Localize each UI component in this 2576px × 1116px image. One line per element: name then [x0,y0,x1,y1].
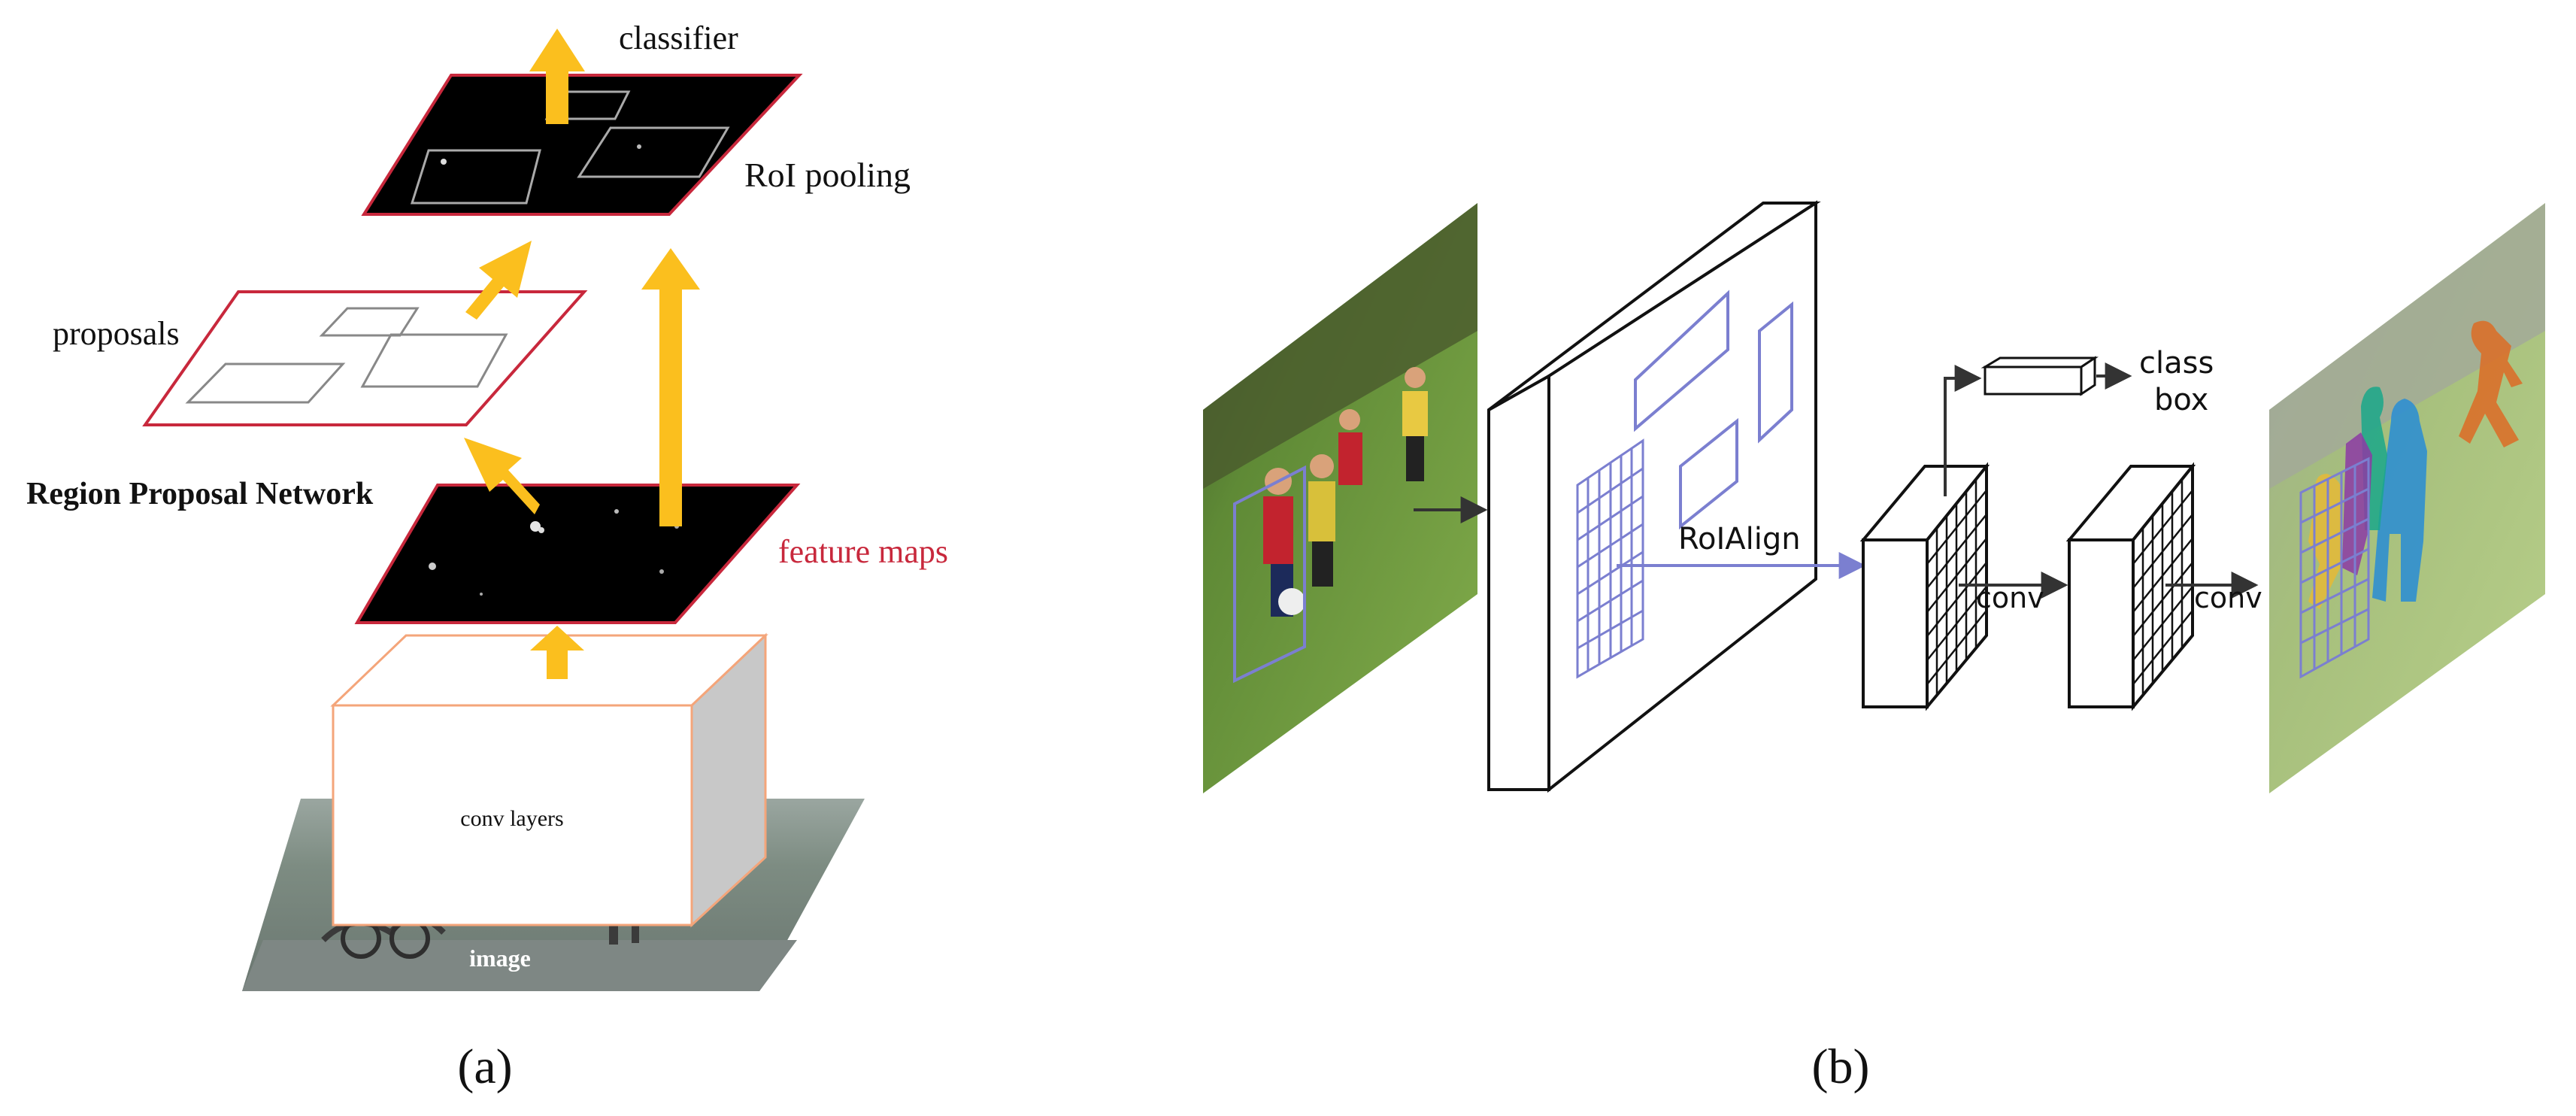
output-photo [2269,203,2545,793]
classifier-label: classifier [619,20,738,56]
rpn-label: Region Proposal Network [26,477,374,511]
roi-feature-block [1859,462,1990,711]
conv-label-2: conv [2194,581,2262,614]
panel-b: RoIAlign [1203,200,2545,1094]
caption-b: (b) [1812,1039,1870,1094]
conv-label-1: conv [1976,581,2044,614]
panel-a: image conv layers feature maps Region Pr… [26,20,948,1094]
roi-box-3 [1758,301,1793,444]
arrow-proposals-to-roi [465,241,532,320]
input-photo [1203,203,1477,793]
proposals-plane: proposals [53,290,588,426]
mask-blue-player [2372,399,2427,602]
arrow-features-to-roi [641,248,700,526]
mask-orange-runner [2459,320,2523,447]
output-roi-grid [2299,456,2370,679]
arrow-roi-to-classifier [529,29,585,124]
roialign-label: RoIAlign [1678,522,1801,556]
image-label: image [469,945,531,972]
arrow-to-head [1944,365,1982,496]
feature-map-block [1487,200,1821,793]
roi-box-1 [1634,290,1729,432]
proposals-label: proposals [53,315,180,352]
box-label: box [2154,383,2208,417]
feature-maps-plane: feature maps [354,484,948,624]
roi-box-2 [1679,417,1738,530]
class-label: class [2139,346,2214,381]
caption-a: (a) [457,1039,512,1094]
fc-head-block [1980,356,2099,396]
roi-pooling-label: RoI pooling [744,156,911,194]
mask-feature-block [2065,462,2196,711]
roi-grid [1576,438,1644,679]
arrow-conv-to-features [530,626,584,679]
conv-layers-label: conv layers [460,806,563,831]
feature-maps-label: feature maps [778,533,948,570]
arrow-features-to-proposals [464,438,540,514]
roi-pooling-plane: RoI pooling [361,74,911,216]
